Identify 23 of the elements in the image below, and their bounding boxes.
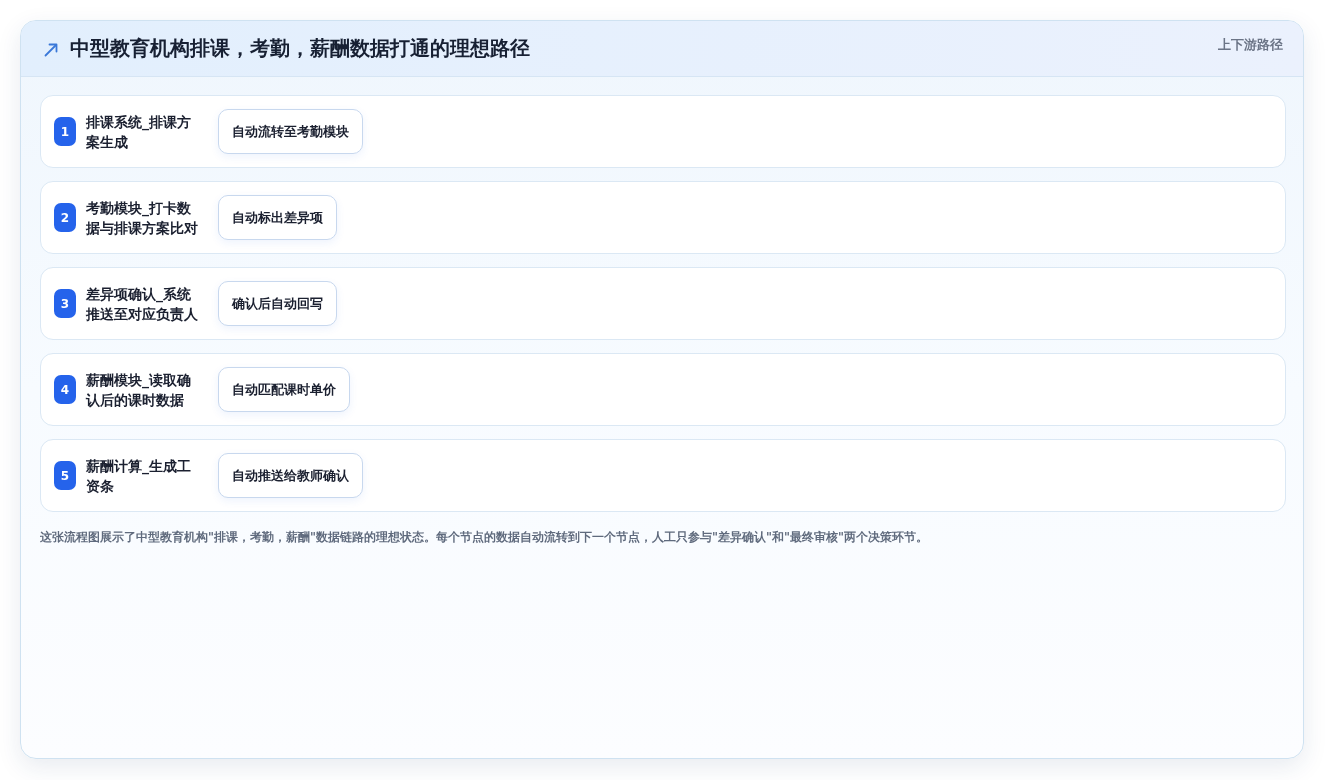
step-row: [40, 439, 1286, 512]
step-text: 考勤模块_打卡数据与排课方案比对: [86, 198, 199, 238]
action-tag: 自动流转至考勤模块: [218, 109, 363, 154]
step-text: 薪酬模块_读取确认后的课时数据: [86, 370, 192, 410]
step-row: [40, 267, 1286, 340]
step-number: 3: [54, 289, 76, 318]
diagram-title: 中型教育机构排课，考勤，薪酬数据打通的理想路径: [70, 35, 530, 61]
action-tag: 确认后自动回写: [218, 281, 337, 326]
step-text: 薪酬计算_生成工资条: [86, 456, 192, 496]
section-label: 上下游路径: [1218, 37, 1283, 52]
step-text: 排课系统_排课方案生成: [86, 112, 192, 152]
step-number: 5: [54, 461, 76, 490]
caption-text: 这张流程图展示了中型教育机构"排课，考勤，薪酬"数据链路的理想状态。每个节点的数据自动流转到下一个节点，人工只参与"差异确认"和"最终审核"两个决策环节。: [40, 529, 928, 545]
action-tag: 自动标出差异项: [218, 195, 337, 240]
action-tag: 自动匹配课时单价: [218, 367, 350, 412]
step-row: [40, 181, 1286, 254]
step-text: 差异项确认_系统推送至对应负责人: [86, 284, 199, 324]
step-row: [40, 353, 1286, 426]
step-number: 4: [54, 375, 76, 404]
step-row: [40, 95, 1286, 168]
action-tag: 自动推送给教师确认: [218, 453, 363, 498]
step-number: 2: [54, 203, 76, 232]
step-number: 1: [54, 117, 76, 146]
